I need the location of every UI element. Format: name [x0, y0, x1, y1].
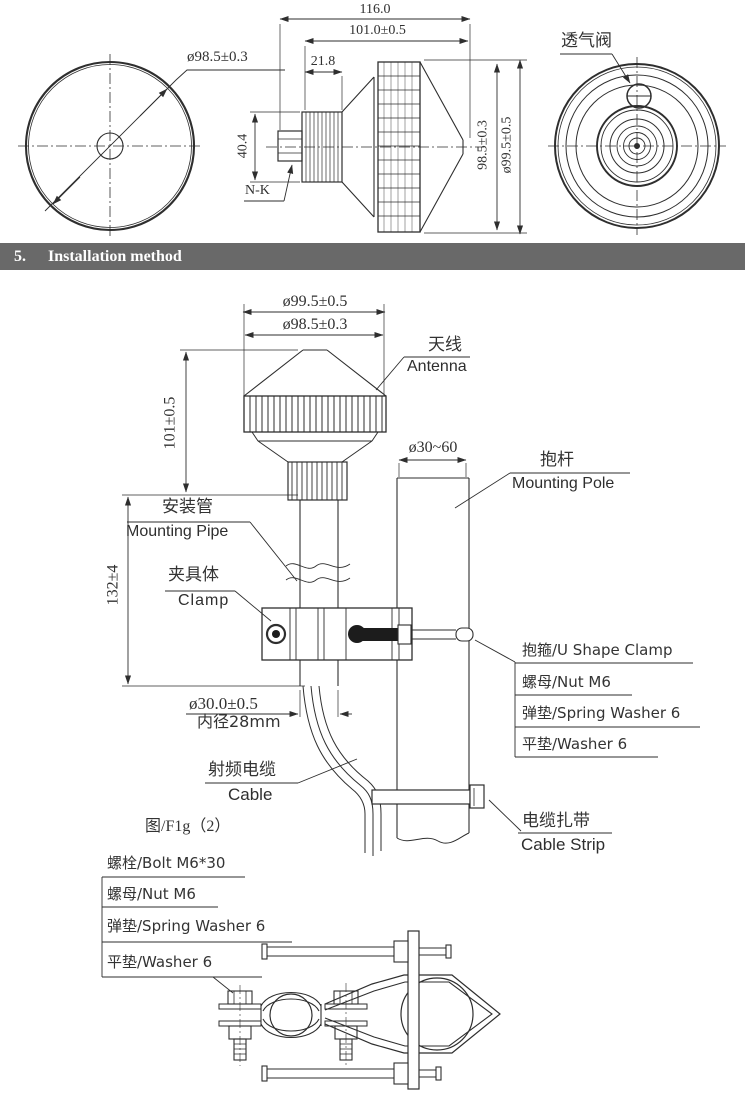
connector-height-dim: 40.4	[235, 133, 251, 159]
uclamp-part-row: 弹垫/Spring Washer 6	[522, 704, 681, 722]
clamp-assembly-drawing	[218, 930, 501, 1090]
figure-caption: 图/F1g（2）	[145, 818, 231, 835]
strip-label-en: Cable Strip	[521, 835, 606, 854]
pipe-outer-dim: ø30.0±0.5	[189, 694, 258, 713]
body-diameter-dim: 98.5±0.3	[475, 120, 491, 170]
section-title: Installation method	[48, 247, 182, 265]
bolt-part-row: 平垫/Washer 6	[107, 953, 213, 971]
vent-valve-label: 透气阀	[561, 31, 612, 51]
connector-type-label: N-K	[245, 183, 270, 198]
total-length-dim: 116.0	[359, 2, 391, 17]
strip-label-zh: 电缆扎带	[522, 811, 590, 831]
install-outer-diameter-dim: ø99.5±0.5	[282, 293, 348, 310]
cable-label-zh: 射频电缆	[208, 760, 276, 780]
clamp-label-zh: 夹具体	[168, 565, 219, 585]
front-view-drawing	[18, 54, 285, 238]
pipe-label-zh: 安装管	[162, 497, 213, 517]
connector-length-dim: 21.8	[310, 54, 336, 69]
section-number: 5.	[14, 247, 26, 265]
pipe-label-en: Mounting Pipe	[126, 523, 229, 540]
antenna-height-dim: 101±0.5	[161, 396, 179, 450]
rear-view-drawing	[548, 53, 726, 235]
front-diameter-dim: ø98.5±0.3	[187, 49, 248, 65]
uclamp-part-row: 抱箍/U Shape Clamp	[522, 641, 673, 659]
clamp-label-en: Clamp	[178, 592, 230, 609]
install-inner-diameter-dim: ø98.5±0.3	[282, 316, 348, 333]
pole-label-zh: 抱杆	[540, 450, 574, 470]
cable-label-en: Cable	[228, 785, 273, 804]
bolt-part-row: 弹垫/Spring Washer 6	[107, 917, 266, 935]
outer-diameter-dim: ø99.5±0.5	[499, 116, 515, 174]
pole-label-en: Mounting Pole	[512, 475, 615, 492]
installation-drawing	[101, 304, 700, 994]
pole-diameter-dim: ø30~60	[408, 439, 458, 456]
bolt-part-row: 螺栓/Bolt M6*30	[107, 854, 226, 872]
section-header: 5. Installation method	[0, 243, 745, 270]
side-view-drawing	[244, 15, 527, 235]
uclamp-part-row: 平垫/Washer 6	[522, 735, 628, 753]
pipe-inner-dim: 内径28mm	[197, 712, 281, 731]
antenna-label-en: Antenna	[407, 358, 467, 375]
body-length-dim: 101.0±0.5	[349, 23, 406, 38]
antenna-label-zh: 天线	[428, 335, 462, 355]
uclamp-part-row: 螺母/Nut M6	[522, 673, 611, 691]
bolt-part-row: 螺母/Nut M6	[107, 885, 196, 903]
pipe-length-dim: 132±4	[104, 564, 122, 606]
